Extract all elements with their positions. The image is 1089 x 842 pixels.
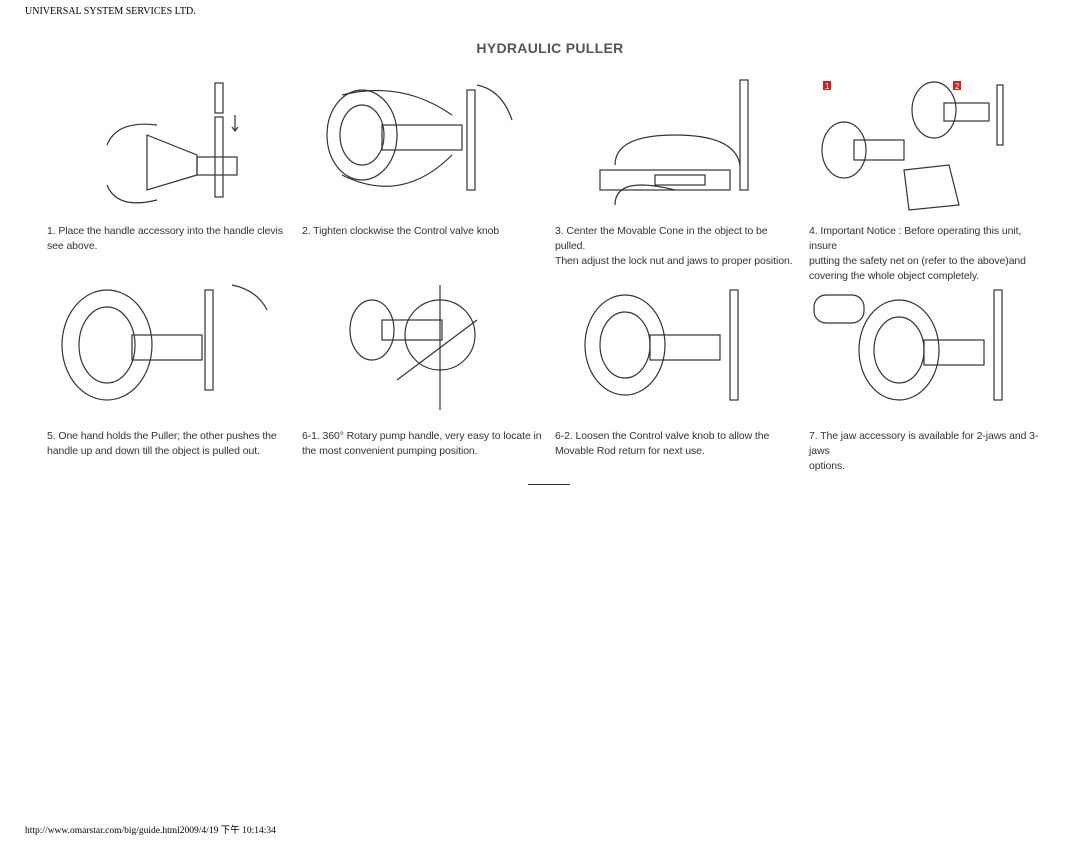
- illustration-pump-handle: [61, 284, 268, 401]
- step-6-2: 6-2. Loosen the Control valve knob to al…: [555, 280, 795, 459]
- caption-line: putting the safety net on (refer to the …: [809, 255, 1026, 267]
- illustration-tighten-knob: [326, 84, 513, 191]
- illustration-jaw-options: [813, 289, 1003, 401]
- caption-line: the most convenient pumping position.: [302, 445, 478, 457]
- figure-tag-2: 2: [955, 82, 960, 91]
- step-5: 5. One hand holds the Puller; the other …: [47, 280, 287, 459]
- caption-line: 7. The jaw accessory is available for 2-…: [809, 430, 1039, 457]
- caption-line: 6-1. 360° Rotary pump handle, very easy …: [302, 430, 542, 442]
- caption-line: Then adjust the lock nut and jaws to pro…: [555, 255, 793, 267]
- caption-line: 3. Center the Movable Cone in the object…: [555, 225, 768, 252]
- caption-line: 5. One hand holds the Puller; the other …: [47, 430, 277, 442]
- illustration-loosen-knob: [584, 289, 739, 401]
- illustration-center-cone: [599, 79, 749, 206]
- footer-url-timestamp: http://www.omarstar.com/big/guide.html20…: [25, 826, 276, 836]
- caption-line: 6-2. Loosen the Control valve knob to al…: [555, 430, 770, 442]
- step-6-1: 6-1. 360° Rotary pump handle, very easy …: [302, 280, 542, 459]
- page-title: HYDRAULIC PULLER: [476, 40, 624, 56]
- caption-line: see above.: [47, 240, 98, 252]
- caption-line: 1. Place the handle accessory into the h…: [47, 225, 283, 237]
- caption-line: 2. Tighten clockwise the Control valve k…: [302, 225, 500, 237]
- step-3: 3. Center the Movable Cone in the object…: [555, 75, 795, 269]
- divider: [528, 484, 570, 485]
- illustration-rotary-handle: [349, 285, 478, 410]
- step-7: 7. The jaw accessory is available for 2-…: [809, 280, 1049, 474]
- company-header: UNIVERSAL SYSTEM SERVICES LTD.: [25, 6, 196, 17]
- figure-tag-1: 1: [825, 82, 830, 91]
- caption-line: Movable Rod return for next use.: [555, 445, 705, 457]
- step-2: 2. Tighten clockwise the Control valve k…: [302, 75, 542, 239]
- step-1: 1. Place the handle accessory into the h…: [47, 75, 287, 254]
- caption-line: covering the whole object completely.: [809, 270, 980, 282]
- caption-line: handle up and down till the object is pu…: [47, 445, 260, 457]
- step-4: 1 2 4. Important Notice : Before operati…: [809, 75, 1049, 284]
- caption-line: options.: [809, 460, 845, 472]
- illustration-safety-net: 1 2: [821, 81, 1004, 211]
- caption-line: 4. Important Notice : Before operating t…: [809, 225, 1022, 252]
- illustration-handle-insert: [106, 82, 239, 204]
